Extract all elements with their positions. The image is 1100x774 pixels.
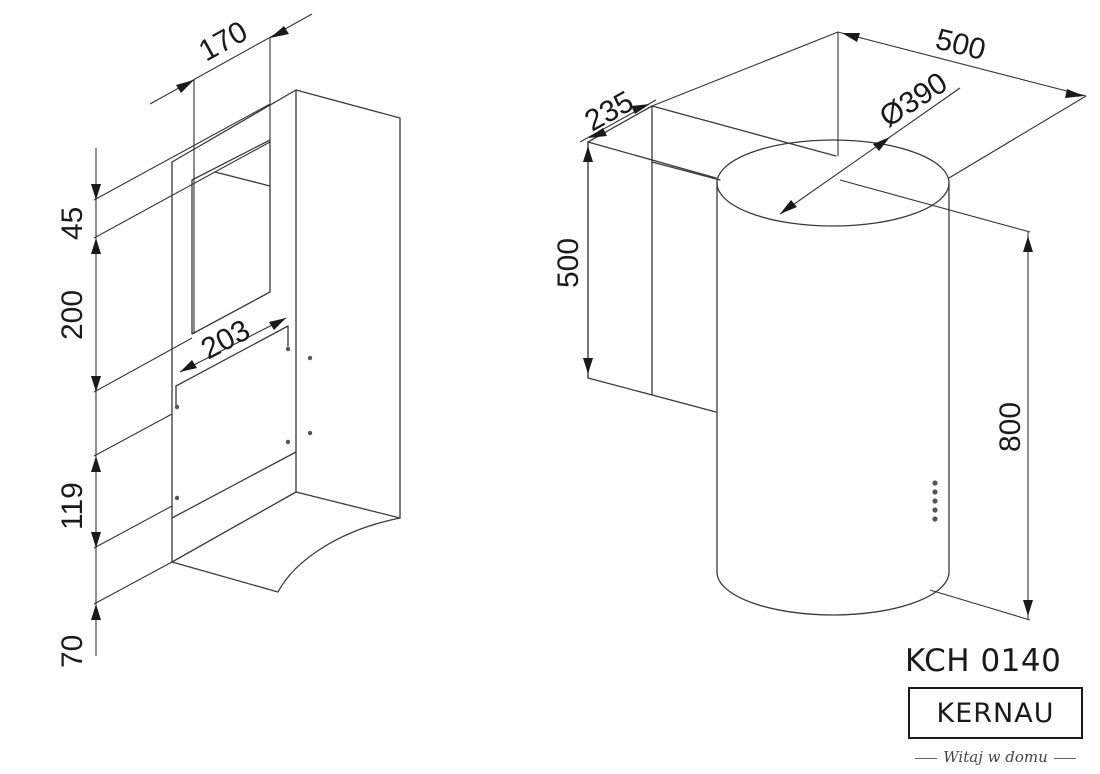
cylinder-view [579, 31, 1087, 621]
dim-diameter: Ø390 [874, 66, 954, 134]
dim-bottom-offset: 70 [56, 635, 89, 668]
dim-wall-offset-top: 170 [193, 15, 253, 68]
dim-lower-height: 119 [56, 482, 89, 530]
dim-gap-top: 45 [56, 207, 89, 240]
dim-bracket-width: 203 [196, 314, 256, 367]
brand-name: KERNAU [936, 697, 1055, 729]
brand-tagline: Witaj w domu [908, 748, 1083, 766]
dim-depth: 235 [579, 85, 639, 138]
dim-width: 500 [932, 23, 989, 67]
dim-body-height: 800 [994, 402, 1027, 452]
dim-panel-height: 200 [56, 290, 89, 340]
tagline-text: Witaj w domu [943, 748, 1048, 766]
brand-logo: KERNAU [908, 687, 1083, 739]
model-number: KCH 0140 [905, 643, 1062, 679]
side-view [91, 13, 401, 656]
dim-chimney-height: 500 [552, 238, 585, 288]
